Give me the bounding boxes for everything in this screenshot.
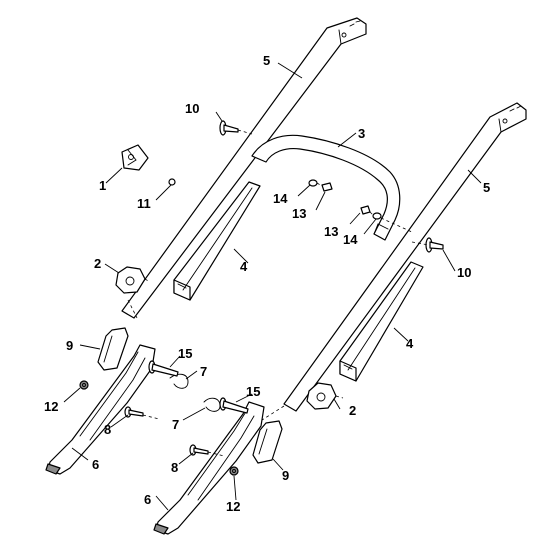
cover-9-left[interactable] bbox=[97, 327, 129, 371]
callout-5-left: 5 bbox=[263, 53, 270, 68]
screw-11[interactable] bbox=[168, 178, 176, 186]
upper-handle-right[interactable] bbox=[283, 102, 527, 412]
callout-4-right: 4 bbox=[406, 336, 414, 351]
cross-bar[interactable] bbox=[251, 134, 401, 241]
callout-2-right: 2 bbox=[349, 403, 356, 418]
callout-3: 3 bbox=[358, 126, 365, 141]
bolt-10-right[interactable] bbox=[425, 237, 444, 253]
callout-15-right: 15 bbox=[246, 384, 260, 399]
callout-6-right: 6 bbox=[144, 492, 151, 507]
callout-2-left: 2 bbox=[94, 256, 101, 271]
star-knob-right[interactable] bbox=[306, 382, 337, 410]
nut-12-left[interactable] bbox=[79, 380, 89, 390]
callout-6-left: 6 bbox=[92, 457, 99, 472]
callout-4-left: 4 bbox=[240, 259, 248, 274]
bolt-10-left[interactable] bbox=[219, 120, 239, 136]
callout-13-right: 13 bbox=[324, 224, 338, 239]
callout-9-left: 9 bbox=[66, 338, 73, 353]
callout-8-right: 8 bbox=[171, 460, 178, 475]
nut-12-right[interactable] bbox=[229, 466, 239, 476]
callout-5-right: 5 bbox=[483, 180, 490, 195]
callout-14-left: 14 bbox=[273, 191, 288, 206]
callout-7-right: 7 bbox=[172, 417, 179, 432]
nut-13-left[interactable] bbox=[321, 182, 333, 192]
screw-8-right[interactable] bbox=[189, 444, 209, 456]
lower-handle-right[interactable] bbox=[153, 401, 265, 535]
washer-14-right[interactable] bbox=[372, 212, 382, 220]
callout-1: 1 bbox=[99, 178, 106, 193]
callout-12-left: 12 bbox=[44, 399, 58, 414]
nut-13-right[interactable] bbox=[360, 205, 371, 215]
callout-14-right: 14 bbox=[343, 232, 358, 247]
callout-12-right: 12 bbox=[226, 499, 240, 514]
washer-14-left[interactable] bbox=[308, 179, 318, 187]
clamp-knob[interactable] bbox=[121, 144, 149, 171]
callout-10-right: 10 bbox=[457, 265, 471, 280]
leader-lines bbox=[63, 62, 482, 511]
cover-9-right[interactable] bbox=[252, 420, 283, 464]
callout-labels: 1 11 10 5 3 5 14 13 13 14 2 4 10 4 9 15 … bbox=[44, 53, 490, 514]
cable-clip-7-right[interactable] bbox=[203, 397, 221, 412]
channel-bracket-left[interactable] bbox=[173, 181, 261, 301]
screw-8-left[interactable] bbox=[124, 406, 144, 418]
assembly-lines bbox=[127, 129, 430, 457]
callout-7-left: 7 bbox=[200, 364, 207, 379]
callout-8-left: 8 bbox=[104, 422, 111, 437]
callout-11: 11 bbox=[137, 196, 151, 211]
callout-9-right: 9 bbox=[282, 468, 289, 483]
bolt-15-left[interactable] bbox=[148, 360, 179, 377]
cable-clip-7-left[interactable] bbox=[169, 373, 189, 389]
callout-15-left: 15 bbox=[178, 346, 192, 361]
channel-bracket-right[interactable] bbox=[339, 261, 424, 382]
upper-handle-left[interactable] bbox=[121, 17, 367, 319]
star-knob-left[interactable] bbox=[115, 266, 146, 294]
bolt-15-right[interactable] bbox=[219, 397, 249, 414]
callout-13-left: 13 bbox=[292, 206, 306, 221]
callout-10-left: 10 bbox=[185, 101, 199, 116]
